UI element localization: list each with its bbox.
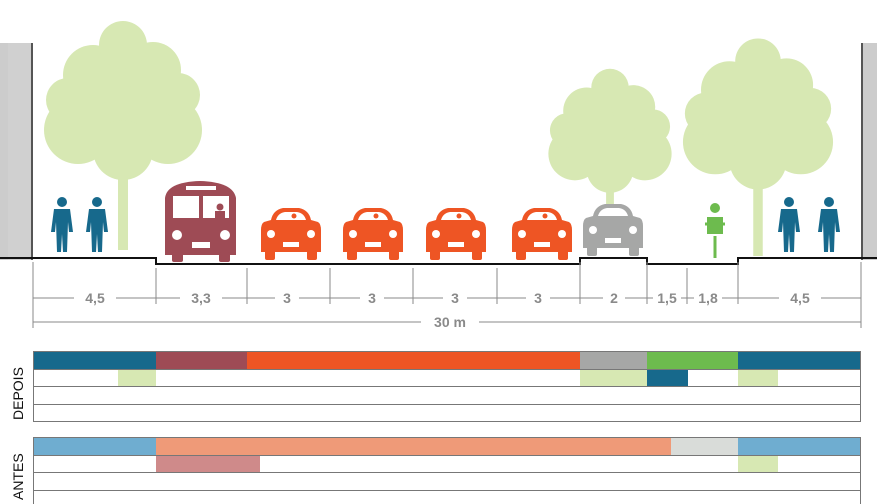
width-label-lane-1: 3 [283,290,291,306]
car-icon [512,208,572,260]
width-label-sidewalk-left: 4,5 [85,290,105,306]
before-bars: ANTES [10,437,861,504]
pedestrian-icon [778,197,800,252]
after-bars: DEPOIS [10,351,861,422]
after-label: DEPOIS [10,367,26,420]
pedestrian-icon [86,197,108,252]
cyclist-icon [705,203,725,258]
car-icon [343,208,403,260]
bus-icon [165,181,236,262]
width-label-sidewalk-right: 4,5 [790,290,810,306]
width-label-lane-2: 3 [368,290,376,306]
building-left [0,43,33,260]
width-label-bus-lane: 3,3 [191,290,211,306]
parked-car-icon [583,204,643,256]
width-label-lane-3: 3 [451,290,459,306]
total-width-label: 30 m [434,314,466,330]
pedestrian-icon [818,197,840,252]
ground-profile [0,257,877,265]
width-label-bike-lane: 1,8 [698,290,718,306]
dimension-labels: 4,5 3,3 3 3 3 3 2 1,5 1,8 4,5 30 m [74,289,821,331]
building-right [861,43,877,260]
width-label-lane-4: 3 [534,290,542,306]
pedestrian-icon [51,197,73,252]
width-label-buffer: 1,5 [657,290,677,306]
car-icon [261,208,321,260]
before-label: ANTES [10,453,26,500]
car-icon [426,208,486,260]
width-label-parking: 2 [610,290,618,306]
